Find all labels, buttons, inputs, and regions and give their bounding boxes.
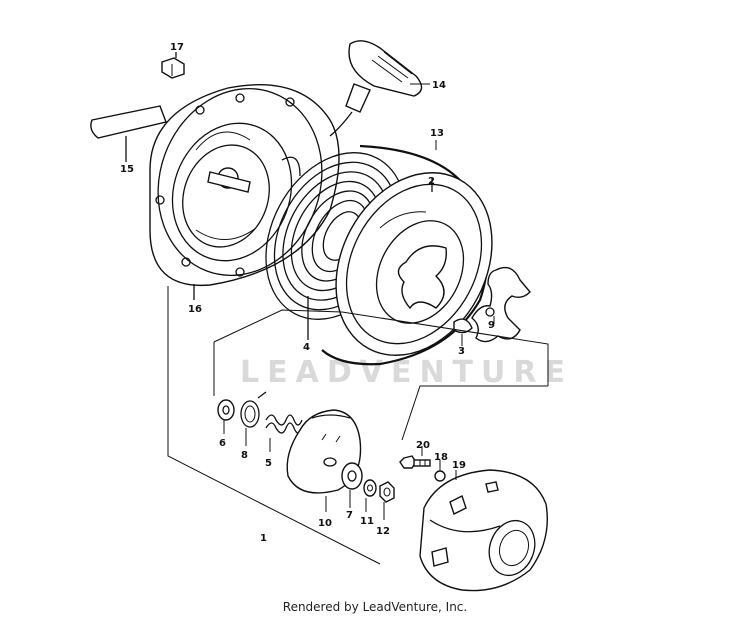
callout-1: 1: [260, 533, 267, 544]
part-16-starter-housing: [149, 84, 340, 300]
callout-labels: 17 14 13 15 2 16 9 4 3 6 8 20 5 18 19 7 …: [120, 42, 495, 544]
callout-16: 16: [188, 304, 202, 315]
part-19-starter-cup: [419, 469, 548, 592]
callout-17: 17: [170, 42, 184, 53]
callout-9: 9: [488, 320, 495, 331]
callout-2: 2: [428, 176, 435, 187]
callout-10: 10: [318, 518, 332, 529]
callout-4: 4: [303, 342, 310, 353]
assembly-bracket: [167, 286, 549, 565]
part-15-rope-grip: [90, 105, 167, 162]
watermark: LEADVENTURE: [240, 355, 573, 390]
callout-14: 14: [432, 80, 446, 91]
part-20-bolt: [399, 446, 431, 469]
part-8-spring-clip: [240, 391, 267, 446]
callout-18: 18: [434, 452, 448, 463]
callout-13: 13: [430, 128, 444, 139]
part-6-washer: [217, 399, 235, 434]
part-7-washer: [341, 462, 363, 508]
part-3-pawl: [453, 318, 473, 346]
callout-8: 8: [241, 450, 248, 461]
callout-11: 11: [360, 516, 374, 527]
callout-6: 6: [219, 438, 226, 449]
part-18-washer: [434, 460, 446, 482]
part-9-friction-plate: [471, 266, 531, 343]
part-17-bolt: [161, 52, 185, 79]
callout-7: 7: [346, 510, 353, 521]
callout-15: 15: [120, 164, 134, 175]
part-2-rope-reel: [335, 172, 493, 356]
part-5-spring: [265, 414, 303, 452]
part-11-washer: [363, 479, 377, 512]
part-12-nut: [379, 481, 395, 520]
part-13-recoil-rope: [321, 140, 489, 366]
callout-5: 5: [265, 458, 272, 469]
footer-credit: Rendered by LeadVenture, Inc.: [282, 600, 468, 614]
part-14-starter-handle: [329, 40, 430, 137]
callout-12: 12: [376, 526, 390, 537]
callout-3: 3: [458, 346, 465, 357]
callout-20: 20: [416, 440, 430, 451]
callout-19: 19: [452, 460, 466, 471]
